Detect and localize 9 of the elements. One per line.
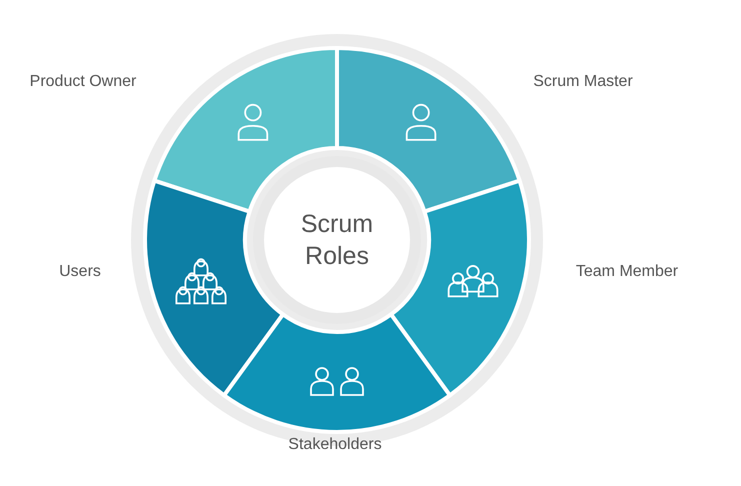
ring-segment (389, 178, 531, 398)
role-label: Users (59, 263, 101, 281)
role-label: Team Member (576, 263, 678, 281)
ring-segment (222, 312, 452, 434)
role-label: Stakeholders (288, 436, 382, 454)
role-label: Scrum Master (533, 73, 633, 91)
center-title: Scrum Roles (300, 208, 374, 272)
ring-segment (143, 178, 285, 398)
role-label: Product Owner (30, 73, 136, 91)
